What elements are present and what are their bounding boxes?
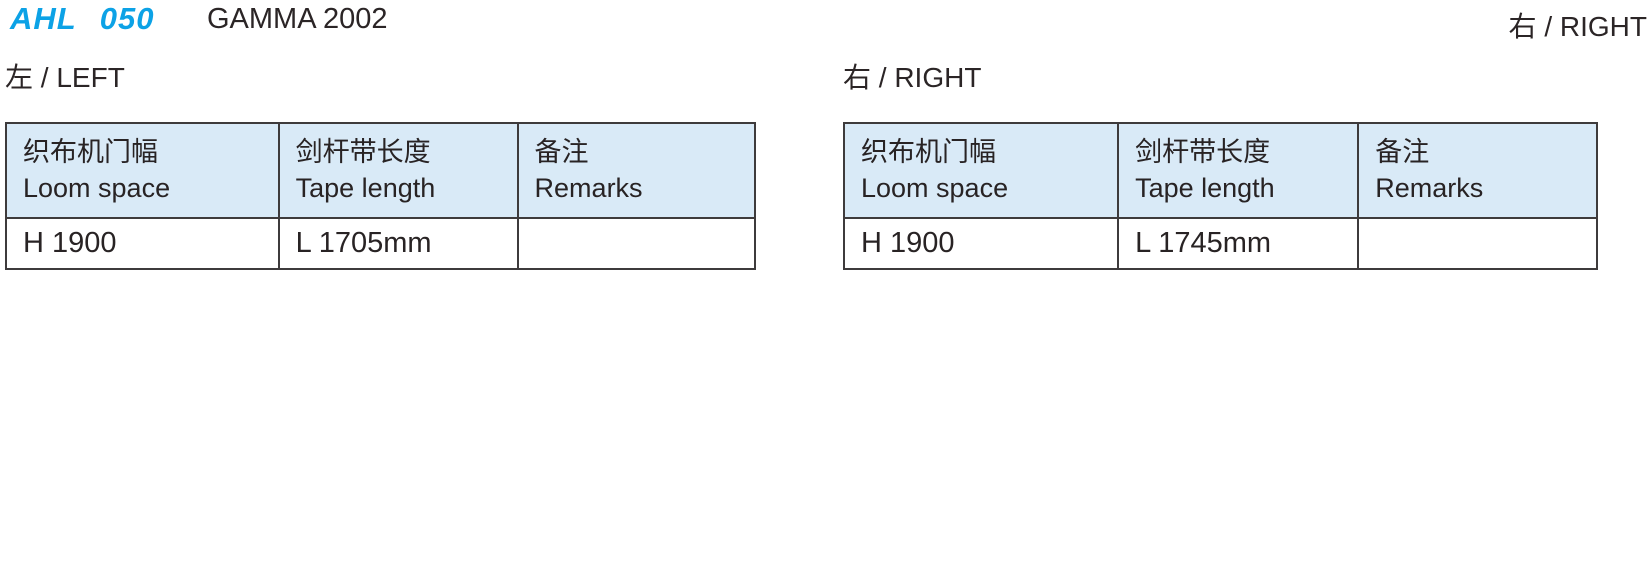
section-label-right: 右 / RIGHT: [843, 62, 982, 93]
column-header-en: Remarks: [534, 173, 643, 203]
cell-loom-space: H 1900: [842, 217, 1120, 270]
table-row: H 1900 L 1745mm: [842, 217, 1598, 270]
left-spec-section: 左 / LEFT 织布机门幅 Loom space 剑杆带长度 Tape len…: [5, 60, 757, 270]
column-header-en: Tape length: [1135, 173, 1275, 203]
column-header-zh: 剑杆带长度: [295, 137, 431, 167]
column-header-en: Remarks: [1375, 173, 1484, 203]
column-header-en: Loom space: [861, 173, 1009, 203]
column-header-remarks: 备注 Remarks: [516, 122, 757, 219]
cell-remarks: [1357, 217, 1598, 270]
column-header-zh: 织布机门幅: [861, 137, 996, 167]
cell-remarks: [516, 217, 757, 270]
right-spec-section: 右 / RIGHT 织布机门幅 Loom space 剑杆带长度 Tape le…: [842, 60, 1598, 270]
column-header-tape-length: 剑杆带长度 Tape length: [1117, 122, 1360, 219]
column-header-loom-space: 织布机门幅 Loom space: [842, 122, 1120, 219]
cell-tape-length: L 1745mm: [1117, 217, 1360, 270]
machine-name: GAMMA 2002: [207, 3, 388, 35]
table-header-row: 织布机门幅 Loom space 剑杆带长度 Tape length 备注 Re…: [842, 122, 1598, 219]
column-header-en: Tape length: [295, 173, 436, 203]
column-header-zh: 备注: [1375, 137, 1430, 167]
column-header-zh: 剑杆带长度: [1135, 137, 1271, 167]
section-label-left: 左 / LEFT: [5, 62, 125, 93]
column-header-loom-space: 织布机门幅 Loom space: [5, 122, 280, 219]
spec-table-left: 织布机门幅 Loom space 剑杆带长度 Tape length 备注 Re…: [5, 122, 757, 270]
spec-table-right: 织布机门幅 Loom space 剑杆带长度 Tape length 备注 Re…: [842, 122, 1598, 270]
page-header: AHL 050 GAMMA 2002 右 / RIGHT: [0, 0, 1649, 42]
column-header-zh: 备注: [534, 137, 589, 167]
table-header-row: 织布机门幅 Loom space 剑杆带长度 Tape length 备注 Re…: [5, 122, 757, 219]
cell-loom-space: H 1900: [5, 217, 280, 270]
column-header-zh: 织布机门幅: [23, 137, 158, 167]
model-code: AHL 050: [10, 1, 155, 36]
page-side-corner-label: 右 / RIGHT: [1508, 11, 1647, 42]
table-row: H 1900 L 1705mm: [5, 217, 757, 270]
column-header-tape-length: 剑杆带长度 Tape length: [277, 122, 519, 219]
cell-tape-length: L 1705mm: [277, 217, 519, 270]
column-header-en: Loom space: [23, 173, 171, 203]
column-header-remarks: 备注 Remarks: [1357, 122, 1598, 219]
